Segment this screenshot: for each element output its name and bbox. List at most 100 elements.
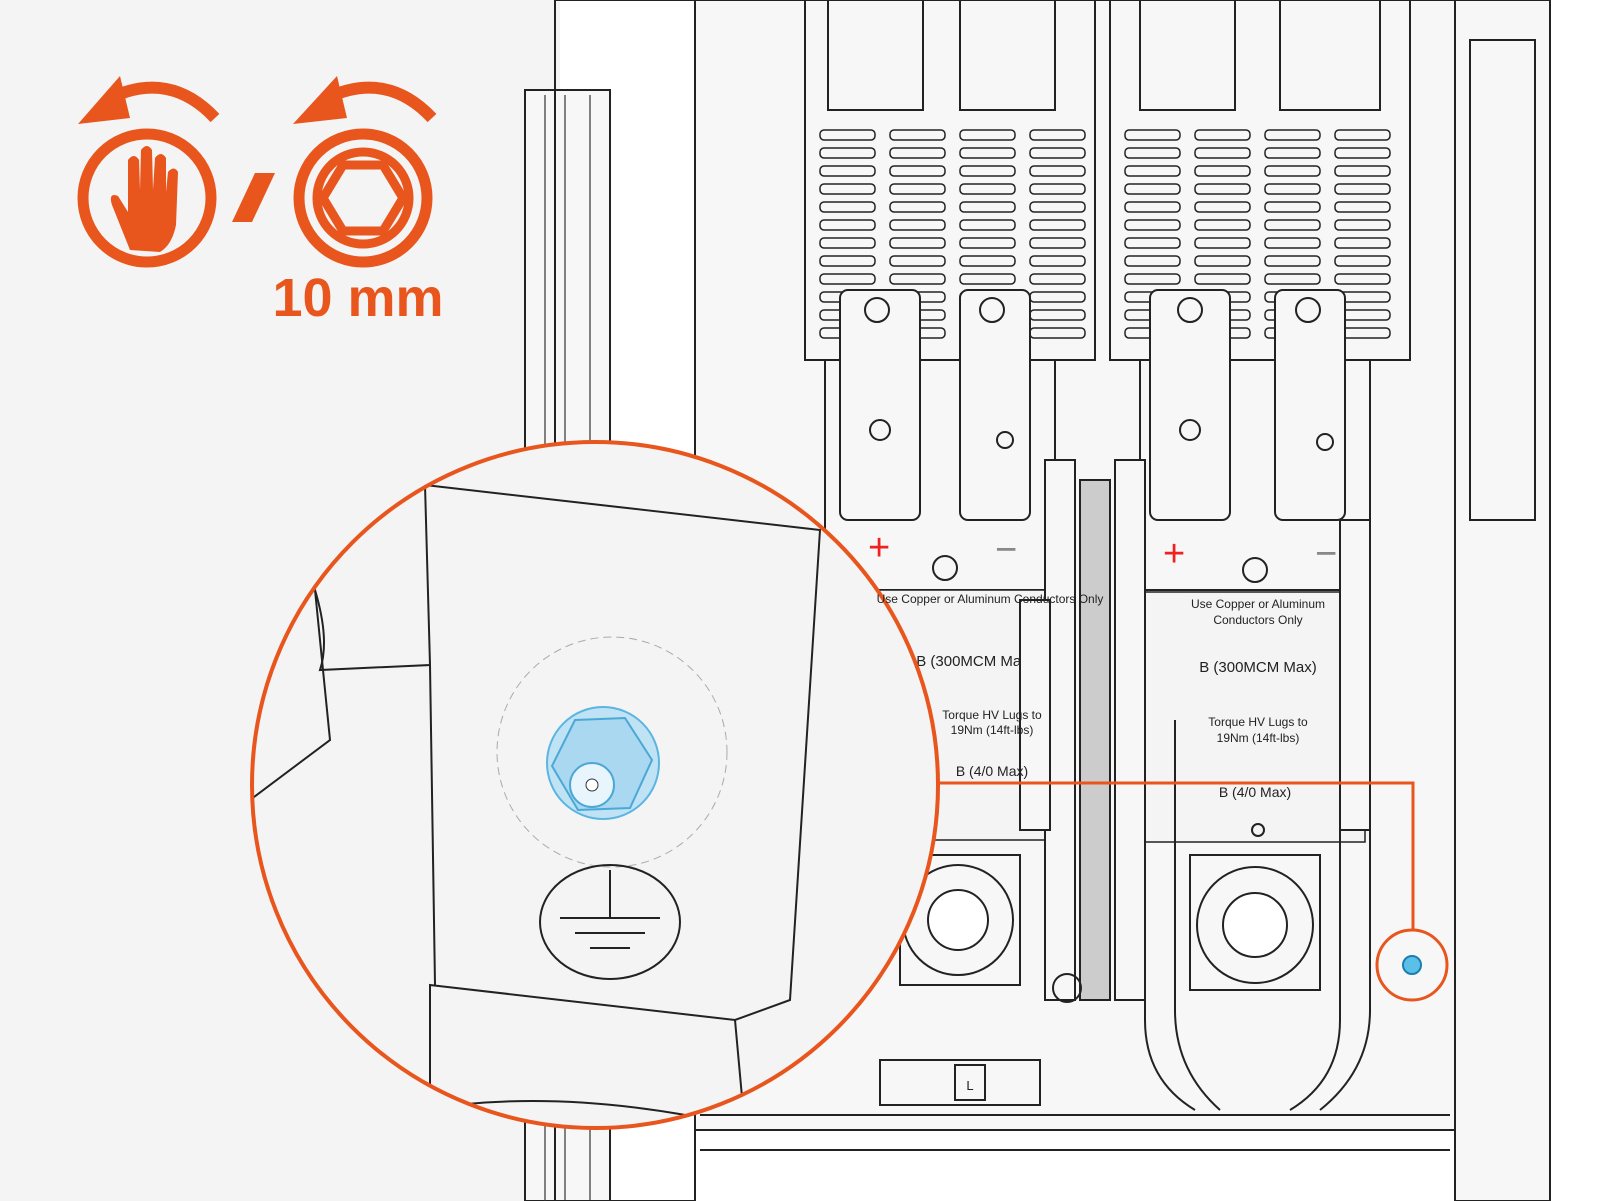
- torque-label-line2: 19Nm (14ft-lbs): [951, 723, 1034, 737]
- vent-slot: [889, 201, 946, 213]
- vent-slot: [1194, 219, 1251, 231]
- ground-nut-highlight: [1402, 955, 1422, 975]
- vent-slot: [1194, 273, 1251, 285]
- vent-slot: [1194, 129, 1251, 141]
- label-plate-left-text: Use Copper or Aluminum Conductors Only T…: [877, 592, 1104, 779]
- vent-slot: [819, 201, 876, 213]
- vent-slot: [959, 237, 1016, 249]
- vent-slot: [959, 219, 1016, 231]
- hv-cables: [1144, 720, 1371, 1111]
- vent-slot: [1124, 237, 1181, 249]
- vent-slot: [1264, 147, 1321, 159]
- vent-slot: [1334, 129, 1391, 141]
- vent-slot: [1334, 183, 1391, 195]
- vent-slots: [819, 129, 1391, 339]
- vent-slot: [1264, 237, 1321, 249]
- vent-slot: [959, 183, 1016, 195]
- vent-slot: [1334, 237, 1391, 249]
- vent-slot: [1334, 255, 1391, 267]
- vent-slot: [1194, 147, 1251, 159]
- vent-slot: [1334, 201, 1391, 213]
- vent-slot: [1264, 183, 1321, 195]
- vent-slot: [1264, 219, 1321, 231]
- torque-label-line2: 19Nm (14ft-lbs): [1217, 731, 1300, 745]
- vent-slot: [889, 165, 946, 177]
- vent-slot: [889, 273, 946, 285]
- vent-slot: [819, 237, 876, 249]
- vent-slot: [1194, 183, 1251, 195]
- small-wire-label: B (4/0 Max): [1219, 784, 1291, 800]
- vent-slot: [819, 255, 876, 267]
- vent-slot: [1264, 129, 1321, 141]
- dc-terminal-block-right: + −: [1139, 289, 1371, 591]
- vent-slot: [819, 129, 876, 141]
- vent-slot: [819, 147, 876, 159]
- vent-slot: [959, 273, 1016, 285]
- callout-target-circle: [1375, 928, 1449, 1002]
- vent-slot: [1334, 273, 1391, 285]
- vent-slot: [889, 129, 946, 141]
- conductor-label: Use Copper or Aluminum Conductors Only: [877, 592, 1104, 606]
- cooling-fan-left: [899, 854, 1021, 986]
- center-busbars: [1019, 459, 1371, 1001]
- vent-slot: [1029, 273, 1086, 285]
- vent-slot: [1264, 273, 1321, 285]
- vent-slot: [1194, 165, 1251, 177]
- vent-slot: [959, 129, 1016, 141]
- vent-slot: [959, 165, 1016, 177]
- ground-symbol-icon: [539, 864, 681, 980]
- hex-nut-highlight: [546, 706, 660, 820]
- wire-size-label: B (300MCM Max): [916, 653, 1034, 670]
- hand-icon: [77, 128, 217, 268]
- small-wire-label: B (4/0 Max): [956, 763, 1028, 779]
- wire-size-label: B (300MCM Max): [1199, 659, 1317, 676]
- vent-slot: [1029, 165, 1086, 177]
- dc-terminal-block-left: + −: [824, 289, 1056, 591]
- vent-slot: [1264, 201, 1321, 213]
- vent-slot: [1194, 255, 1251, 267]
- washer-outline: [496, 636, 728, 868]
- callout-leader-line: [938, 781, 1415, 930]
- vent-slot: [1334, 219, 1391, 231]
- vent-slot: [1124, 129, 1181, 141]
- vent-slot: [1029, 237, 1086, 249]
- torque-label-line1: Torque HV Lugs to: [1208, 715, 1308, 729]
- vent-slot: [1029, 255, 1086, 267]
- cooling-fan-right: [1189, 854, 1321, 991]
- rotate-counterclockwise-arrow-icon: [293, 76, 437, 124]
- vent-slot: [889, 255, 946, 267]
- positive-symbol: +: [1163, 533, 1185, 575]
- hex-socket-icon: [293, 128, 433, 268]
- vent-slot: [819, 273, 876, 285]
- negative-symbol: −: [995, 529, 1017, 571]
- vent-slot: [889, 147, 946, 159]
- vent-slot: [959, 147, 1016, 159]
- vent-slot: [889, 237, 946, 249]
- vent-slot: [1334, 147, 1391, 159]
- rotate-counterclockwise-arrow-icon: [78, 76, 220, 124]
- vent-slot: [1029, 129, 1086, 141]
- torque-label-line1: Torque HV Lugs to: [942, 708, 1042, 722]
- vent-slot: [1264, 165, 1321, 177]
- conductor-label-line2: Conductors Only: [1213, 613, 1302, 627]
- vent-slot: [1124, 147, 1181, 159]
- negative-symbol: −: [1315, 533, 1337, 575]
- vent-slot: [1124, 273, 1181, 285]
- positive-symbol: +: [868, 527, 890, 569]
- vent-slot: [1029, 183, 1086, 195]
- label-plate-right: Use Copper or Aluminum Conductors Only B…: [1144, 591, 1366, 843]
- vent-slot: [1264, 255, 1321, 267]
- vent-slot: [1029, 147, 1086, 159]
- vent-slot: [1194, 201, 1251, 213]
- vent-slot: [1334, 165, 1391, 177]
- vent-slot: [1124, 219, 1181, 231]
- vent-slot: [819, 183, 876, 195]
- vent-slot: [819, 219, 876, 231]
- vent-slot: [1194, 237, 1251, 249]
- vent-slot: [1029, 201, 1086, 213]
- vent-slot: [1029, 219, 1086, 231]
- breaker: L: [879, 1059, 1041, 1106]
- tool-size-label: 10 mm: [272, 268, 443, 328]
